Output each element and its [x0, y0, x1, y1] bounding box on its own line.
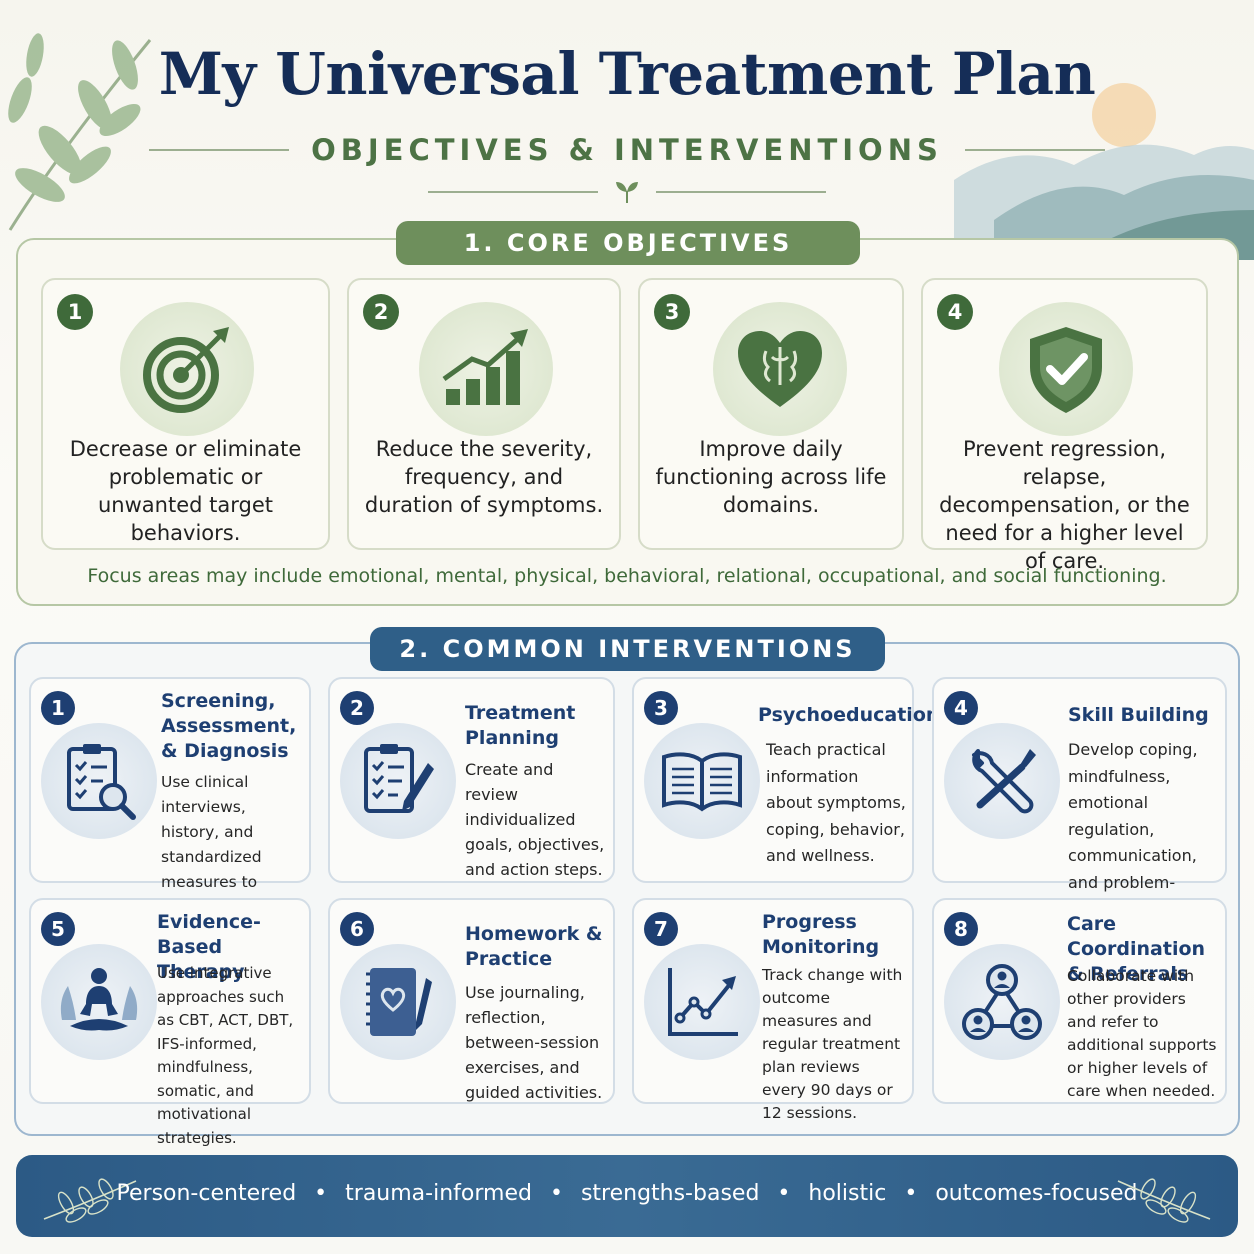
- objective-text: Reduce the severity, frequency, and dura…: [364, 437, 604, 517]
- intervention-title: Evidence-Based Therapy: [157, 911, 261, 983]
- objective-text: Improve daily functioning across life do…: [655, 437, 887, 517]
- line-chart-icon: [644, 944, 760, 1060]
- clipboard-search-icon: [41, 723, 157, 839]
- separator: •: [314, 1181, 328, 1206]
- intervention-card: 2 Treatment Planning Create and review i…: [328, 677, 615, 883]
- intervention-description: Track change with outcome measures and r…: [762, 966, 903, 1122]
- intervention-title: Care Coordination & Referrals: [1067, 913, 1206, 985]
- objective-number: 3: [654, 294, 690, 330]
- value-item: outcomes-focused: [935, 1181, 1138, 1206]
- value-item: Person-centered: [116, 1181, 297, 1206]
- divider: [149, 149, 290, 151]
- objective-card: 1 Decrease or eliminate problematic or u…: [41, 278, 330, 550]
- values-banner: Person-centered • trauma-informed • stre…: [16, 1155, 1238, 1237]
- sprout-icon: [616, 182, 638, 203]
- focus-areas-note: Focus areas may include emotional, menta…: [87, 565, 1167, 587]
- intervention-card: 6 Homework & Practice Use journaling, re…: [328, 898, 615, 1104]
- intervention-description: Develop coping, mindfulness, emotional r…: [1068, 740, 1198, 918]
- divider: [428, 191, 598, 193]
- objective-card: 2 Reduce the severity, frequency, and du…: [347, 278, 621, 550]
- intervention-number: 7: [644, 912, 678, 946]
- intervention-description: Create and review individualized goals, …: [465, 760, 605, 879]
- tools-icon: [944, 723, 1060, 839]
- page-title: My Universal Treatment Plan: [158, 40, 1096, 108]
- journal-pen-icon: [340, 944, 456, 1060]
- value-item: holistic: [808, 1181, 887, 1206]
- divider: [656, 191, 826, 193]
- meditation-icon: [41, 944, 157, 1060]
- intervention-number: 6: [340, 912, 374, 946]
- intervention-description: Use integrative approaches such as CBT, …: [157, 964, 294, 1147]
- intervention-description: Use journaling, reflection, between-sess…: [465, 983, 603, 1102]
- separator: •: [904, 1181, 918, 1206]
- separator: •: [777, 1181, 791, 1206]
- intervention-title: Screening, Assessment, & Diagnosis: [161, 690, 297, 762]
- intervention-title: Progress Monitoring: [762, 911, 880, 958]
- intervention-description: Teach practical information about sympto…: [766, 740, 906, 865]
- intervention-number: 4: [944, 691, 978, 725]
- subtitle-row: OBJECTIVES & INTERVENTIONS: [0, 132, 1254, 168]
- intervention-card: 4 Skill Building Develop coping, mindful…: [932, 677, 1227, 918]
- value-item: trauma-informed: [345, 1181, 532, 1206]
- intervention-title: Psychoeducation: [758, 704, 940, 726]
- value-item: strengths-based: [580, 1181, 760, 1206]
- intervention-title: Homework & Practice: [465, 923, 603, 970]
- objective-number: 1: [57, 294, 93, 330]
- leaves-decoration-icon: [8, 33, 152, 231]
- core-objectives-heading: 1. CORE OBJECTIVES: [396, 221, 860, 265]
- intervention-number: 5: [41, 912, 75, 946]
- leaf-branch-icon: [43, 1178, 137, 1223]
- checklist-pen-icon: [340, 723, 456, 839]
- objective-text: Decrease or eliminate problematic or unw…: [69, 437, 302, 545]
- objective-text: Prevent regression, relapse, decompensat…: [939, 437, 1190, 573]
- intervention-card: 1 Screening, Assessment, & Diagnosis Use…: [29, 677, 311, 916]
- intervention-description: Collaborate with other providers and ref…: [1067, 967, 1217, 1100]
- heart-brain-icon: [713, 302, 847, 436]
- intervention-title: Skill Building: [1068, 704, 1209, 726]
- divider: [964, 149, 1105, 151]
- intervention-card: 8 Care Coordination & Referrals Collabor…: [932, 898, 1227, 1104]
- intervention-card: 3 Psychoeducation Teach practical inform…: [632, 677, 940, 883]
- objective-number: 2: [363, 294, 399, 330]
- separator: •: [549, 1181, 563, 1206]
- objective-number: 4: [937, 294, 973, 330]
- shield-check-icon: [999, 302, 1133, 436]
- intervention-number: 3: [644, 691, 678, 725]
- growth-chart-icon: [419, 302, 553, 436]
- sprout-divider: [0, 178, 1254, 206]
- intervention-number: 2: [340, 691, 374, 725]
- intervention-number: 8: [944, 912, 978, 946]
- objective-card: 4 Prevent regression, relapse, decompens…: [921, 278, 1208, 573]
- common-interventions-heading: 2. COMMON INTERVENTIONS: [370, 627, 885, 671]
- values-list: Person-centered • trauma-informed • stre…: [16, 1181, 1238, 1206]
- intervention-card: 5 Evidence-Based Therapy Use integrative…: [29, 898, 311, 1147]
- target-icon: [120, 302, 254, 436]
- intervention-number: 1: [41, 691, 75, 725]
- objective-card: 3 Improve daily functioning across life …: [638, 278, 904, 550]
- leaf-branch-icon: [1117, 1178, 1211, 1223]
- intervention-card: 7 Progress Monitoring Track change with …: [632, 898, 914, 1122]
- intervention-title: Treatment Planning: [465, 702, 576, 749]
- open-book-icon: [644, 723, 760, 839]
- page-subtitle: OBJECTIVES & INTERVENTIONS: [311, 133, 943, 167]
- network-people-icon: [944, 944, 1060, 1060]
